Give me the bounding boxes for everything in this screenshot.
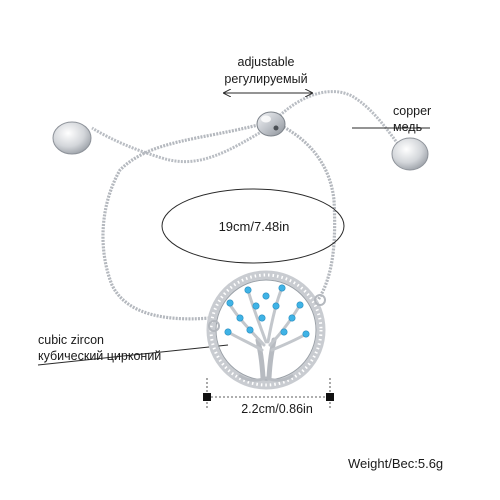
blue-stones: [224, 284, 310, 338]
slider-bead: [256, 111, 286, 137]
left-end-disc: [52, 121, 92, 155]
right-end-disc: [391, 137, 429, 171]
width-label: 2.2cm/0.86in: [241, 402, 313, 416]
chain-left-tail: [91, 126, 269, 164]
zircon-label: cubic zircon: [38, 333, 104, 347]
length-label: 19cm/7.48in: [218, 219, 290, 234]
weight-label: Weight/Bec:5.6g: [348, 456, 444, 471]
chain-left-loop: [101, 122, 263, 321]
tree-of-life-pendant: [206, 270, 326, 390]
adjustable-label: adjustable: [237, 55, 295, 69]
copper-label-ru: медь: [393, 120, 423, 134]
width-dimension: [203, 378, 334, 410]
chain-right-loop: [277, 122, 337, 301]
zircon-pointer: [37, 344, 229, 366]
length-oval: [161, 188, 345, 264]
chain-right-tail: [273, 90, 400, 145]
zircon-label-ru: кубический цирконий: [38, 349, 162, 363]
adjustable-label-ru: регулируемый: [224, 72, 308, 86]
copper-label: copper: [393, 104, 432, 118]
